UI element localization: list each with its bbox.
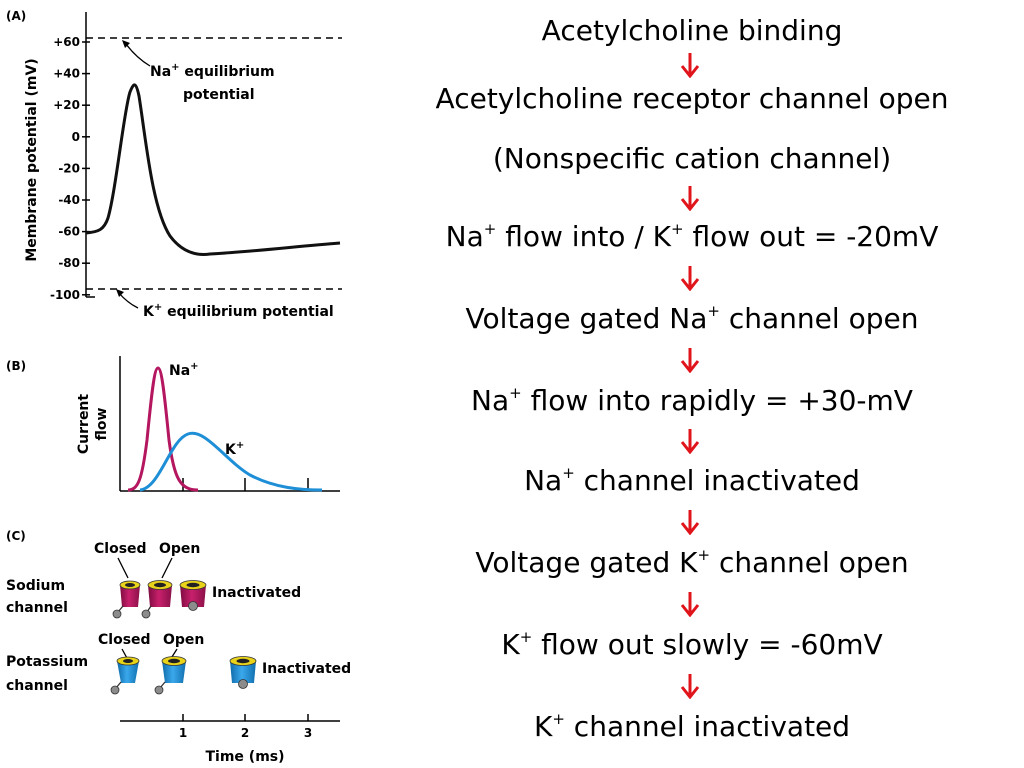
down-arrow-icon: [680, 429, 700, 454]
sodium-channel-closed: [112, 580, 141, 619]
panel-b-y-axis-label-2: flow: [94, 407, 110, 440]
sodium-row-label: Sodium: [6, 578, 65, 594]
potassium-row-label: Potassium: [6, 654, 88, 670]
na-equilibrium-label-2: potential: [183, 87, 255, 103]
panel-a-ticks: +60 +40 +20 0 -20 -40 -60 -80 -100: [50, 35, 90, 302]
potassium-channel-open: [154, 656, 187, 695]
flow-step: Na+ channel inactivated: [524, 464, 860, 497]
panel-b-label: (B): [6, 359, 26, 373]
flow-step: K+ channel inactivated: [533, 710, 851, 743]
time-axis-label: Time (ms): [205, 749, 284, 765]
sodium-row-label-2: channel: [6, 600, 68, 616]
sodium-open-label: Open: [159, 541, 200, 557]
action-potential-trace: [85, 83, 341, 256]
down-arrow-icon: [680, 592, 700, 617]
down-arrow-icon: [680, 53, 700, 78]
flow-step: Na+ flow into / K+ flow out = -20mV: [445, 220, 939, 253]
panel-b: (B) Current flow Na+ K+: [6, 356, 340, 492]
sodium-channel-inactivated: [179, 580, 207, 611]
panel-a-tick-label: -60: [58, 225, 80, 239]
panel-a-tick-label: -100: [50, 288, 80, 302]
flow-step: Voltage gated K+ channel open: [475, 546, 909, 579]
panel-a-tick-label: -20: [58, 161, 80, 175]
sodium-closed-label: Closed: [94, 541, 147, 557]
down-arrow-icon: [680, 674, 700, 699]
sodium-channel-open: [141, 580, 173, 619]
panel-c: (C) Sodium channel Potassium channel Clo…: [6, 529, 351, 765]
flow-step: (Nonspecific cation channel): [492, 142, 892, 175]
time-tick-3: 3: [304, 726, 312, 740]
na-current-curve: [127, 366, 199, 492]
potassium-channel-closed: [110, 656, 140, 695]
time-tick-2: 2: [241, 726, 249, 740]
flow-step: K+ flow out slowly = -60mV: [501, 628, 883, 661]
down-arrow-icon: [680, 510, 700, 535]
panel-c-label: (C): [6, 529, 26, 543]
potassium-open-label: Open: [163, 632, 204, 648]
potassium-channel-inactivated: [229, 656, 257, 689]
left-figure: (A) Membrane potential (mV) +60 +40 +20 0 -2…: [6, 9, 351, 765]
k-current-label: K+: [225, 440, 244, 458]
flow-step: Acetylcholine binding: [541, 14, 843, 47]
potassium-closed-label: Closed: [98, 632, 151, 648]
panel-a-tick-label: +20: [53, 98, 80, 112]
flow-step: Na+ flow into rapidly = +30-mV: [471, 384, 913, 417]
potassium-row-label-2: channel: [6, 678, 68, 694]
flow-step: Voltage gated Na+ channel open: [465, 302, 919, 335]
panel-a-tick-label: -80: [58, 256, 80, 270]
panel-a-tick-label: +60: [53, 35, 80, 49]
k-equilibrium-label: K+ equilibrium potential: [143, 302, 334, 320]
panel-b-y-axis-label: Current: [76, 394, 92, 455]
na-current-label: Na+: [169, 361, 199, 379]
panel-a-tick-label: 0: [72, 130, 80, 144]
panel-a-tick-label: -40: [58, 193, 80, 207]
down-arrow-icon: [680, 266, 700, 291]
panel-a-tick-label: +40: [53, 67, 80, 81]
down-arrow-icon: [680, 186, 700, 211]
na-equilibrium-label: Na+ equilibrium: [150, 62, 275, 80]
panel-a: (A) Membrane potential (mV) +60 +40 +20 0 -2…: [6, 9, 342, 320]
sodium-inactivated-label: Inactivated: [212, 585, 301, 601]
k-current-curve: [139, 431, 323, 492]
potassium-inactivated-label: Inactivated: [262, 661, 351, 677]
time-tick-1: 1: [179, 726, 187, 740]
panel-a-label: (A): [6, 9, 26, 23]
panel-a-y-axis-label: Membrane potential (mV): [24, 58, 40, 261]
flow-step: Acetylcholine receptor channel open: [435, 82, 949, 115]
down-arrow-icon: [680, 348, 700, 373]
